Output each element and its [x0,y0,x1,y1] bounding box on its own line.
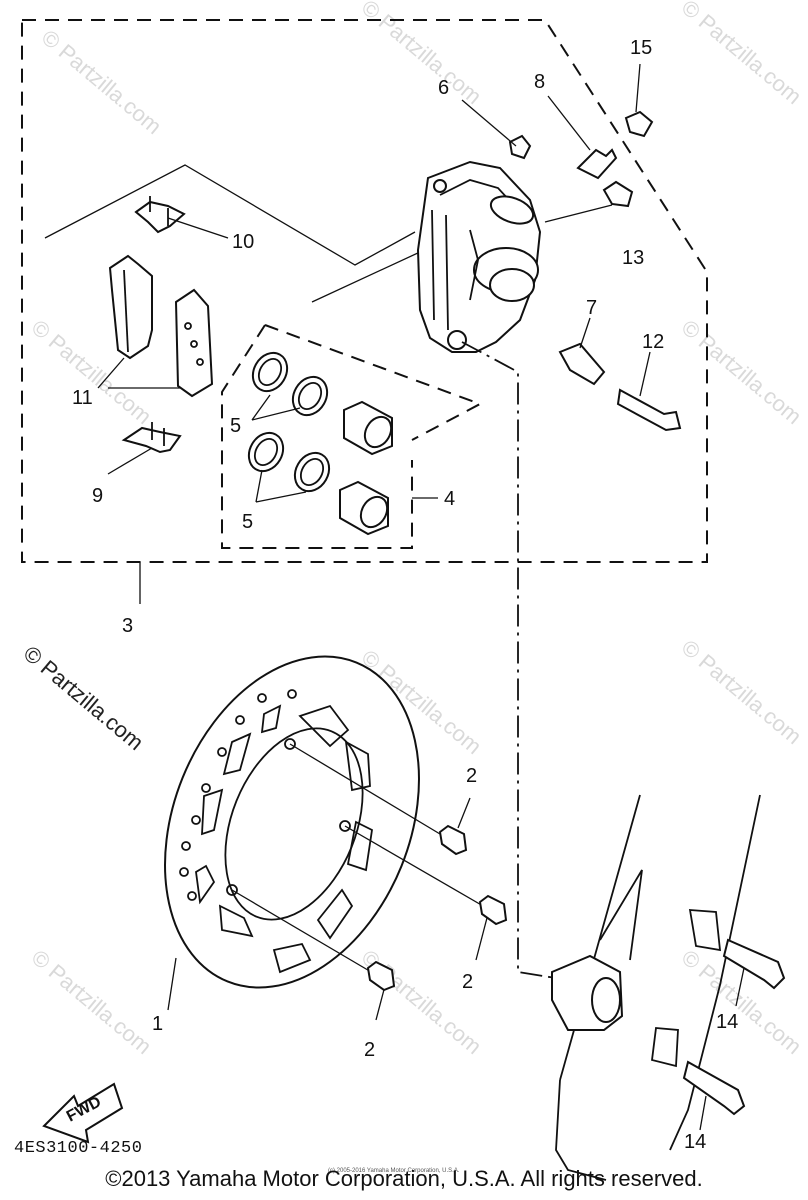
faint-watermarks: © Partzilla.com © Partzilla.com © Partzi… [27,0,807,1059]
axle-bolts [682,938,786,1116]
leader-lines [97,63,745,1131]
watermark-faint: © Partzilla.com [27,945,157,1059]
callout-1: 1 [152,1013,163,1035]
watermark-faint: © Partzilla.com [677,0,807,109]
mounting-axis-line [461,341,569,981]
part-code: 4ES3100-4250 [14,1139,142,1158]
seal-kit-box [221,324,483,549]
callout-8: 8 [534,71,545,93]
callout-4: 4 [444,488,455,510]
seals-and-pistons [247,351,393,536]
tiny-copyright-notice: (c) 2005-2016 Yamaha Motor Corporation, … [328,1168,460,1174]
pad-kit-boundary [44,164,416,266]
partzilla-watermark: © Partzilla.com [19,641,149,755]
caliper-body [416,160,542,353]
caliper-assembly-boundary [21,19,708,563]
callout-12: 12 [642,331,664,353]
pad-clips [121,196,186,454]
seal-kit-boundary [311,251,421,303]
callout-2: 2 [466,765,477,787]
disc-bolts [231,743,508,992]
callout-2: 2 [364,1039,375,1061]
brake-disc [164,655,420,989]
watermark-faint: © Partzilla.com [37,25,167,139]
caliper-hardware [508,110,682,432]
callout-15: 15 [630,37,652,59]
callout-5: 5 [242,511,253,533]
callout-7: 7 [586,297,597,319]
disc-vent-holes [179,689,297,901]
brake-pads [108,254,214,398]
callout-11: 11 [72,387,93,409]
callout-10: 10 [232,231,254,253]
callout-13: 13 [622,247,644,269]
callout-9: 9 [92,485,103,507]
callout-6: 6 [438,77,449,99]
callout-2: 2 [462,971,473,993]
callout-numbers: 1 2 2 2 3 4 5 5 6 7 8 9 10 11 12 13 14 1… [72,37,738,1153]
watermark-faint: © Partzilla.com [357,0,487,109]
callout-3: 3 [122,615,133,637]
watermark-faint: © Partzilla.com [677,635,807,749]
copyright-footer: ©2013 Yamaha Motor Corporation, U.S.A. A… [105,1166,703,1191]
callout-14: 14 [684,1131,706,1153]
watermark-faint: © Partzilla.com [677,315,807,429]
forward-arrow: FWD [42,1082,124,1144]
callout-5: 5 [230,415,241,437]
callout-14: 14 [716,1011,738,1033]
fork-leg [551,794,761,1181]
